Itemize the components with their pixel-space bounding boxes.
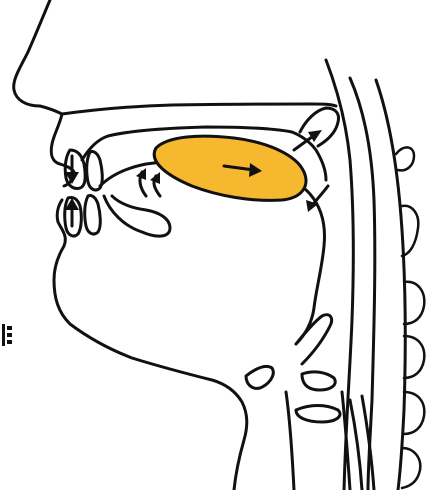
vertebra-1 (396, 147, 414, 170)
epiglottis (296, 315, 332, 364)
spinal-column-front (376, 80, 405, 490)
tongue-tip-fold (104, 196, 170, 236)
vertebra-3 (404, 282, 424, 324)
nasal-floor (62, 104, 336, 114)
larynx-upper (246, 366, 273, 388)
pharynx-wall (326, 60, 353, 490)
lower-incisor-back (85, 195, 101, 234)
upper-incisor (65, 150, 85, 189)
nose-outline (14, 0, 62, 114)
larynx-ventricle (302, 372, 335, 390)
arrow-tongue-tip-2 (150, 172, 160, 196)
arrow-pharynx-down (306, 186, 328, 212)
cropped-glyph-mark (0, 322, 14, 348)
vertebra-6 (402, 448, 420, 488)
vocal-folds (296, 406, 340, 423)
vertebra-4 (404, 336, 424, 378)
lower-lip-and-chin (54, 200, 247, 490)
arrow-tongue-tip-1 (136, 168, 146, 196)
trachea-front (286, 392, 294, 490)
vertebra-5 (404, 392, 424, 434)
